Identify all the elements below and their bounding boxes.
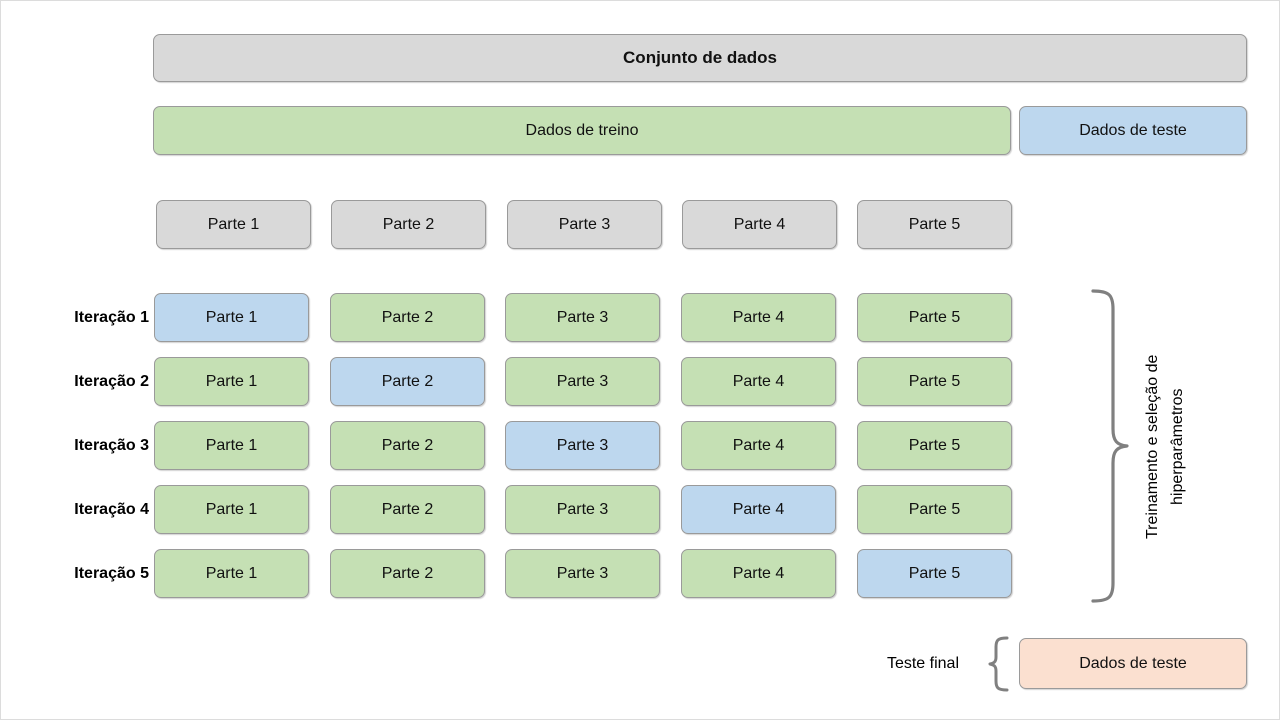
iteration-3-cell-2: Parte 2 — [330, 421, 485, 470]
iteration-label-5: Iteração 5 — [74, 564, 149, 582]
iteration-1-cell-2: Parte 2 — [330, 293, 485, 342]
iteration-2-cell-1: Parte 1 — [154, 357, 309, 406]
iteration-5-cell-4: Parte 4 — [681, 549, 836, 598]
final-test-brace-icon — [988, 636, 1009, 692]
training-brace-label: Treinamento e seleção de hiperparâmetros — [1144, 354, 1186, 540]
test-data-box: Dados de teste — [1019, 106, 1247, 155]
iteration-label-2: Iteração 2 — [74, 372, 149, 390]
iteration-4-cell-4: Parte 4 — [681, 485, 836, 534]
iteration-2-cell-2: Parte 2 — [330, 357, 485, 406]
iteration-2-cell-5: Parte 5 — [857, 357, 1012, 406]
iteration-4-cell-2: Parte 2 — [330, 485, 485, 534]
iteration-label-3: Iteração 3 — [74, 436, 149, 454]
iteration-4-cell-1: Parte 1 — [154, 485, 309, 534]
iteration-1-cell-1: Parte 1 — [154, 293, 309, 342]
training-data-box: Dados de treino — [153, 106, 1011, 155]
fold-header-part-4: Parte 4 — [682, 200, 837, 249]
iteration-3-cell-5: Parte 5 — [857, 421, 1012, 470]
iteration-label-1: Iteração 1 — [74, 308, 149, 326]
dataset-box: Conjunto de dados — [153, 34, 1247, 82]
fold-header-part-1: Parte 1 — [156, 200, 311, 249]
iteration-2-cell-3: Parte 3 — [505, 357, 660, 406]
final-test-data-box: Dados de teste — [1019, 638, 1247, 689]
iteration-5-cell-2: Parte 2 — [330, 549, 485, 598]
iteration-3-cell-1: Parte 1 — [154, 421, 309, 470]
iteration-2-cell-4: Parte 4 — [681, 357, 836, 406]
final-test-label: Teste final — [886, 655, 959, 672]
iteration-4-cell-3: Parte 3 — [505, 485, 660, 534]
iteration-3-cell-4: Parte 4 — [681, 421, 836, 470]
fold-header-part-5: Parte 5 — [857, 200, 1012, 249]
fold-header-part-3: Parte 3 — [507, 200, 662, 249]
iteration-5-cell-1: Parte 1 — [154, 549, 309, 598]
iteration-5-cell-5: Parte 5 — [857, 549, 1012, 598]
iteration-4-cell-5: Parte 5 — [857, 485, 1012, 534]
iteration-1-cell-5: Parte 5 — [857, 293, 1012, 342]
training-brace-icon — [1091, 289, 1129, 603]
iteration-3-cell-3: Parte 3 — [505, 421, 660, 470]
iteration-label-4: Iteração 4 — [74, 500, 149, 518]
iteration-1-cell-4: Parte 4 — [681, 293, 836, 342]
iteration-1-cell-3: Parte 3 — [505, 293, 660, 342]
iteration-5-cell-3: Parte 3 — [505, 549, 660, 598]
fold-header-part-2: Parte 2 — [331, 200, 486, 249]
